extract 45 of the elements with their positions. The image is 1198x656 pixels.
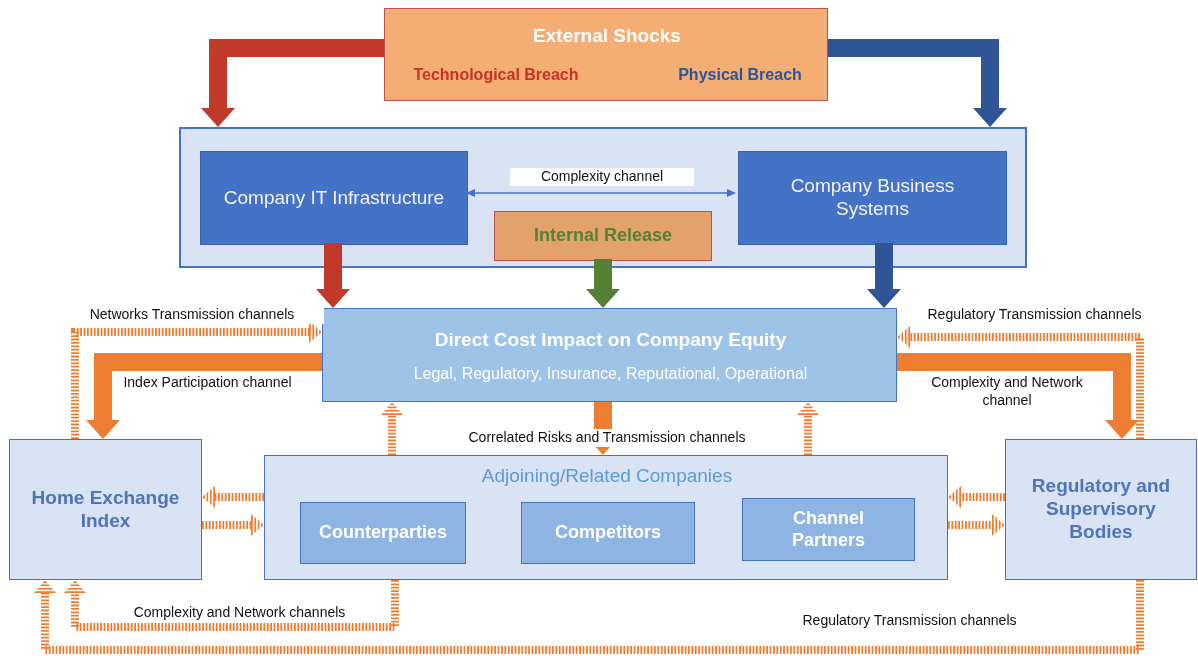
shock-box <box>384 8 828 101</box>
companies-panel <box>264 455 948 580</box>
node-text: External Shocks <box>532 25 682 48</box>
index-box <box>9 439 202 580</box>
arrow <box>897 353 1139 439</box>
arrow <box>948 486 1005 508</box>
node-text: Company Business Systems <box>789 175 956 221</box>
panel-box <box>179 127 1027 268</box>
process-box <box>200 151 468 245</box>
node-text: Counterparties <box>319 522 447 544</box>
arrow <box>381 402 403 455</box>
arrow <box>828 39 1007 127</box>
node-text: Direct Cost Impact on Company Equity <box>433 329 788 352</box>
arrow <box>201 39 384 127</box>
arrow <box>867 243 901 308</box>
arrow <box>34 580 1144 654</box>
node-text: Regulatory and Supervisory Bodies <box>1030 475 1172 544</box>
arrow <box>797 402 819 455</box>
company-box <box>521 502 695 564</box>
arrow <box>202 486 264 508</box>
arrow <box>64 580 399 631</box>
company-box <box>742 498 915 561</box>
arrow <box>948 514 1005 536</box>
node-text: Internal Release <box>533 225 673 247</box>
arrow <box>466 189 736 197</box>
arrow <box>86 353 322 439</box>
arrow <box>71 321 322 439</box>
node-text: Home Exchange Index <box>30 486 181 533</box>
node-text: Adjoining/Related Companies <box>480 465 734 488</box>
arrow <box>897 326 1144 439</box>
node-text: Company IT Infrastructure <box>223 186 445 210</box>
process-box <box>494 211 712 261</box>
company-box <box>300 502 466 564</box>
edge-label: Complexity channel <box>510 168 694 186</box>
process-box <box>738 151 1007 245</box>
node-text: Legal, Regulatory, Insurance, Reputational, Operational <box>412 364 809 384</box>
node-text: Technological Breach <box>412 65 580 85</box>
regulator-box <box>1005 439 1197 580</box>
node-text: Competitors <box>555 522 661 544</box>
node-text: Physical Breach <box>677 65 803 85</box>
node-text: Channel Partners <box>790 507 866 552</box>
arrow <box>316 243 350 308</box>
impact-box <box>322 308 897 402</box>
arrow <box>202 514 264 536</box>
arrow <box>586 259 620 308</box>
